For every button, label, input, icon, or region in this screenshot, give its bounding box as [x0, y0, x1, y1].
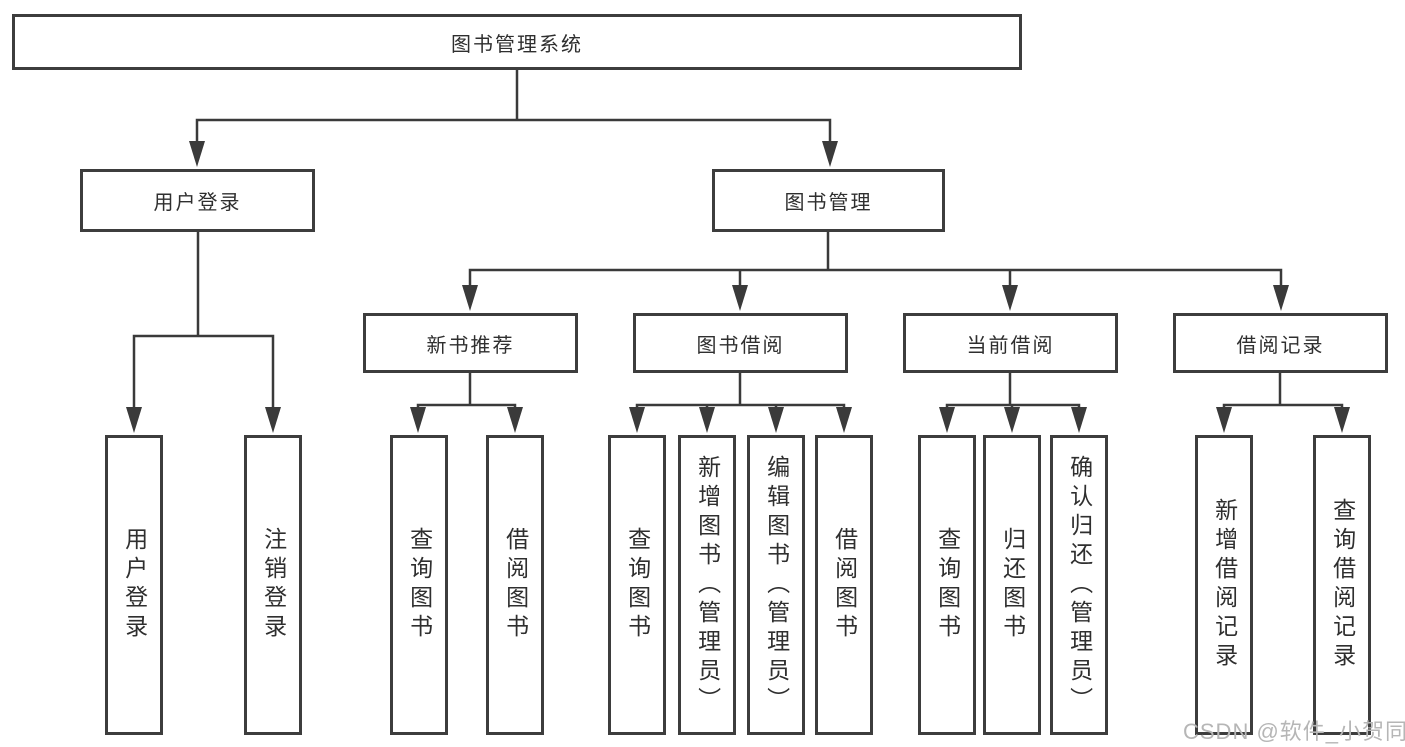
node-borrowing-records: 借阅记录: [1173, 313, 1388, 373]
leaf-label: 注销登录: [260, 527, 287, 643]
leaf-label: 归还图书: [999, 527, 1026, 643]
leaf-label: 编辑图书（管理员）: [763, 454, 790, 716]
leaf-add-borrow-record: 新增借阅记录: [1195, 435, 1253, 735]
node-book-management-branch: 图书管理: [712, 169, 945, 232]
leaf-query-books-3: 查询图书: [918, 435, 976, 735]
leaf-label: 查询借阅记录: [1329, 498, 1356, 672]
leaf-query-borrow-record: 查询借阅记录: [1313, 435, 1371, 735]
node-label: 新书推荐: [426, 334, 515, 357]
leaf-label: 查询图书: [934, 527, 961, 643]
leaf-borrow-books-2: 借阅图书: [815, 435, 873, 735]
leaf-label: 查询图书: [406, 527, 433, 643]
watermark: CSDN @软件_小贺同学: [1183, 719, 1405, 744]
leaf-label: 借阅图书: [502, 527, 529, 643]
leaf-return-books: 归还图书: [983, 435, 1041, 735]
node-book-borrowing: 图书借阅: [633, 313, 848, 373]
node-label: 图书借阅: [696, 334, 785, 357]
leaf-logout: 注销登录: [244, 435, 302, 735]
leaf-query-books-2: 查询图书: [608, 435, 666, 735]
node-label: 当前借阅: [966, 334, 1055, 357]
node-new-book-recommend: 新书推荐: [363, 313, 578, 373]
leaf-edit-books-admin: 编辑图书（管理员）: [747, 435, 805, 735]
node-label: 借阅记录: [1236, 334, 1325, 357]
leaf-label: 借阅图书: [831, 527, 858, 643]
leaf-label: 新增图书（管理员）: [694, 454, 721, 716]
leaf-label: 确认归还（管理员）: [1066, 454, 1093, 716]
node-library-management-system: 图书管理系统: [12, 14, 1022, 70]
node-label: 图书管理系统: [451, 33, 583, 56]
leaf-confirm-return-admin: 确认归还（管理员）: [1050, 435, 1108, 735]
leaf-user-login: 用户登录: [105, 435, 163, 735]
leaf-borrow-books-1: 借阅图书: [486, 435, 544, 735]
leaf-label: 用户登录: [121, 527, 148, 643]
leaf-label: 新增借阅记录: [1211, 498, 1238, 672]
node-current-borrowing: 当前借阅: [903, 313, 1118, 373]
node-label: 用户登录: [153, 192, 242, 214]
leaf-add-books-admin: 新增图书（管理员）: [678, 435, 736, 735]
leaf-query-books-1: 查询图书: [390, 435, 448, 735]
node-user-login-branch: 用户登录: [80, 169, 315, 232]
node-label: 图书管理: [784, 192, 873, 214]
leaf-label: 查询图书: [624, 527, 651, 643]
